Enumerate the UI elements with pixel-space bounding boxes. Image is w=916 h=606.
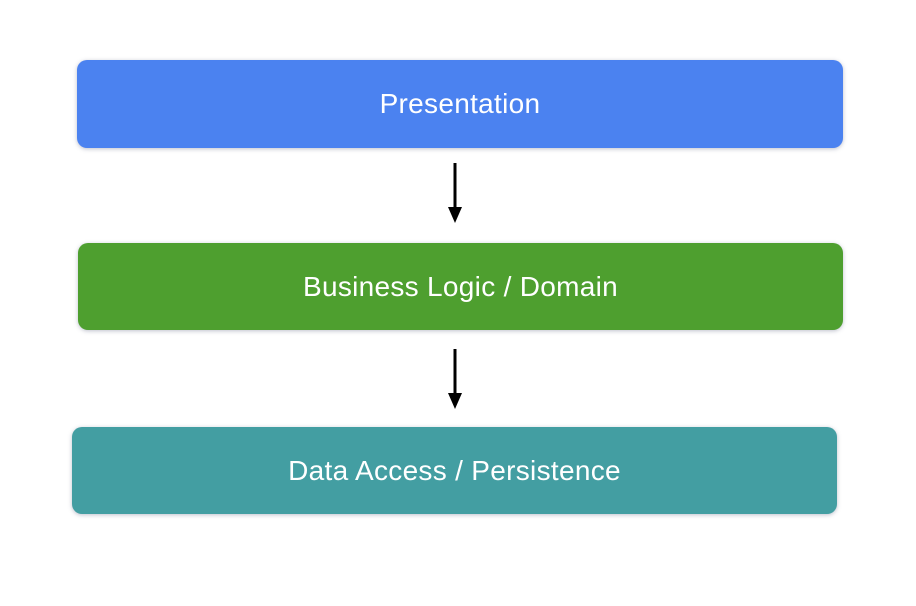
down-arrow-icon [448, 349, 462, 409]
layer-data-access: Data Access / Persistence [72, 427, 837, 514]
layer-business-logic-label: Business Logic / Domain [302, 270, 619, 302]
layer-business-logic: Business Logic / Domain [78, 243, 843, 330]
layer-presentation-label: Presentation [379, 88, 541, 119]
layer-presentation: Presentation [77, 60, 843, 148]
layer-data-access-label: Data Access / Persistence [288, 454, 621, 486]
down-arrow-icon [448, 163, 462, 223]
